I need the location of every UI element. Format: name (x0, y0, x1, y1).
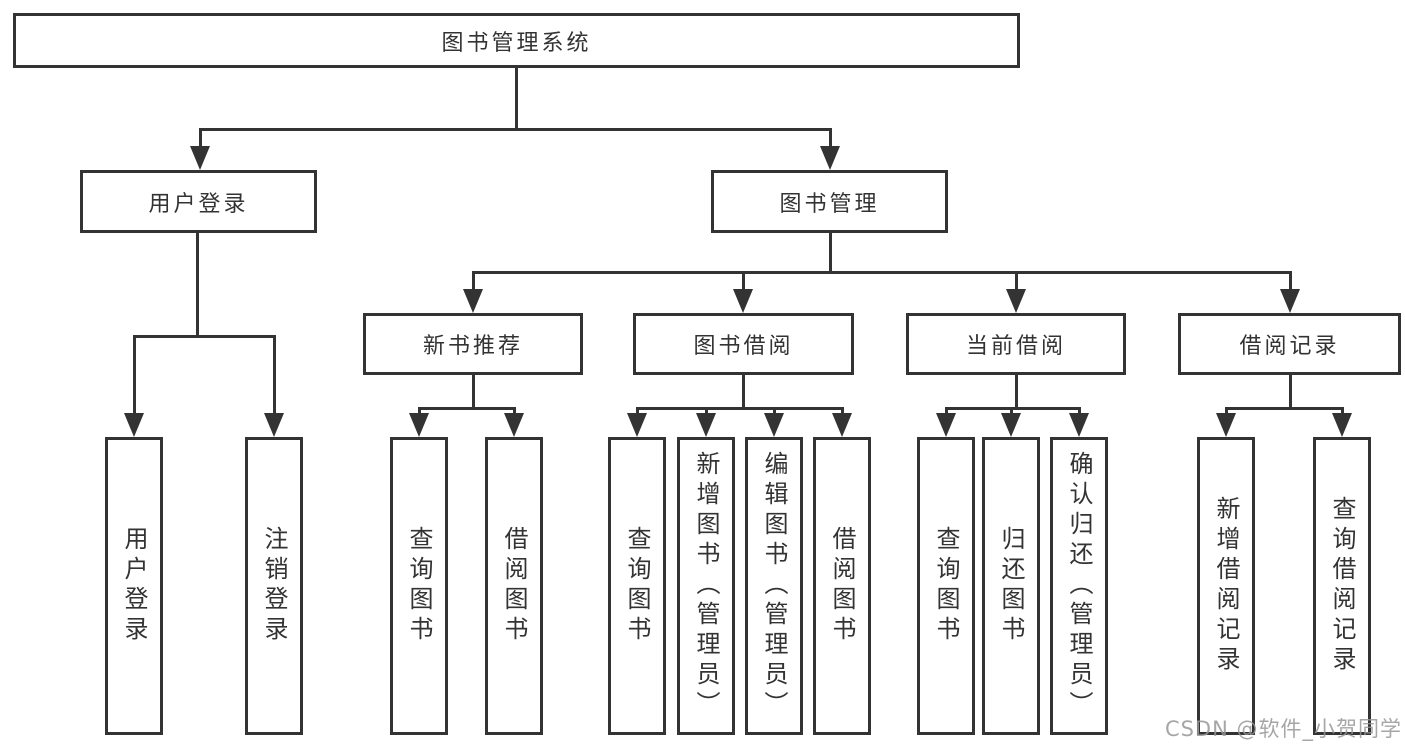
arrow-down-icon (1001, 413, 1021, 437)
node-book-mgmt-label: 图书管理 (779, 191, 880, 217)
leaf-borrow-borrow-label: 借阅图书 (828, 526, 856, 646)
arrow-down-icon (1216, 413, 1236, 437)
csdn-watermark: CSDN @软件_小贺同学 (1164, 717, 1402, 741)
connector-line (742, 271, 745, 293)
leaf-borrow-edit-label: 编辑图书（管理员） (760, 451, 788, 721)
connector-line (742, 375, 745, 410)
arrow-down-icon (733, 289, 753, 313)
leaf-current-return-label: 归还图书 (997, 526, 1025, 646)
arrow-down-icon (463, 289, 483, 313)
connector-line (199, 128, 202, 150)
leaf-current-return: 归还图书 (982, 437, 1040, 735)
connector-line (513, 407, 516, 417)
arrow-down-icon (936, 413, 956, 437)
connector-line (1341, 407, 1344, 417)
leaf-logout-label: 注销登录 (260, 526, 288, 646)
connector-line (841, 407, 844, 417)
leaf-newbooks-query-label: 查询图书 (405, 526, 433, 646)
arrow-down-icon (627, 413, 647, 437)
connector-line (829, 233, 832, 274)
connector-line (273, 335, 276, 417)
connector-line (636, 407, 844, 410)
arrow-down-icon (696, 413, 716, 437)
leaf-borrow-add-label: 新增图书（管理员） (692, 451, 720, 721)
arrow-down-icon (820, 146, 840, 170)
node-user-login: 用户登录 (80, 170, 317, 233)
leaf-borrow-query: 查询图书 (608, 437, 666, 735)
node-root: 图书管理系统 (13, 13, 1020, 68)
leaf-current-confirm-label: 确认归还（管理员） (1065, 451, 1093, 721)
connector-line (705, 407, 708, 417)
connector-line (472, 375, 475, 410)
leaf-current-query-label: 查询图书 (932, 526, 960, 646)
leaf-borrow-edit: 编辑图书（管理员） (745, 437, 803, 735)
node-borrow-records: 借阅记录 (1178, 313, 1401, 375)
leaf-borrow-query-label: 查询图书 (623, 526, 651, 646)
connector-line (1010, 407, 1013, 417)
leaf-borrow-borrow: 借阅图书 (813, 437, 871, 735)
leaf-newbooks-query: 查询图书 (390, 437, 448, 735)
leaf-newbooks-borrow: 借阅图书 (485, 437, 543, 735)
arrow-down-icon (190, 146, 210, 170)
leaf-user-login-label: 用户登录 (120, 526, 148, 646)
arrow-down-icon (764, 413, 784, 437)
connector-line (199, 128, 832, 131)
connector-line (945, 407, 948, 417)
node-new-books: 新书推荐 (363, 313, 583, 375)
node-book-borrow: 图书借阅 (633, 313, 854, 375)
arrow-down-icon (1069, 413, 1089, 437)
connector-line (773, 407, 776, 417)
node-user-login-label: 用户登录 (148, 191, 249, 217)
leaf-records-add: 新增借阅记录 (1197, 437, 1255, 735)
node-root-label: 图书管理系统 (441, 30, 592, 56)
connector-line (945, 407, 1081, 410)
connector-line (636, 407, 639, 417)
leaf-borrow-add: 新增图书（管理员） (677, 437, 735, 735)
node-current-borrow: 当前借阅 (906, 313, 1126, 375)
arrow-down-icon (1332, 413, 1352, 437)
leaf-records-query-label: 查询借阅记录 (1328, 496, 1356, 676)
node-book-borrow-label: 图书借阅 (693, 334, 794, 359)
node-current-borrow-label: 当前借阅 (965, 334, 1066, 359)
connector-line (1015, 271, 1018, 293)
leaf-records-query: 查询借阅记录 (1313, 437, 1371, 735)
leaf-logout: 注销登录 (245, 437, 303, 735)
node-book-mgmt: 图书管理 (711, 170, 948, 233)
node-borrow-records-label: 借阅记录 (1239, 334, 1340, 359)
arrow-down-icon (1280, 289, 1300, 313)
connector-line (418, 407, 421, 417)
connector-line (196, 233, 199, 338)
node-new-books-label: 新书推荐 (422, 334, 523, 359)
connector-line (1289, 271, 1292, 293)
arrow-down-icon (124, 413, 144, 437)
leaf-records-add-label: 新增借阅记录 (1212, 496, 1240, 676)
connector-line (515, 68, 518, 130)
connector-line (472, 271, 1292, 274)
connector-line (133, 335, 136, 417)
connector-line (1015, 375, 1018, 410)
leaf-current-confirm: 确认归还（管理员） (1050, 437, 1108, 735)
connector-line (1289, 375, 1292, 410)
connector-line (472, 271, 475, 293)
leaf-current-query: 查询图书 (917, 437, 975, 735)
leaf-newbooks-borrow-label: 借阅图书 (500, 526, 528, 646)
connector-line (1225, 407, 1228, 417)
arrow-down-icon (409, 413, 429, 437)
arrow-down-icon (504, 413, 524, 437)
arrow-down-icon (1006, 289, 1026, 313)
connector-line (1225, 407, 1344, 410)
arrow-down-icon (832, 413, 852, 437)
connector-line (829, 128, 832, 150)
connector-line (1078, 407, 1081, 417)
connector-line (418, 407, 516, 410)
connector-line (133, 335, 276, 338)
arrow-down-icon (264, 413, 284, 437)
leaf-user-login: 用户登录 (105, 437, 163, 735)
